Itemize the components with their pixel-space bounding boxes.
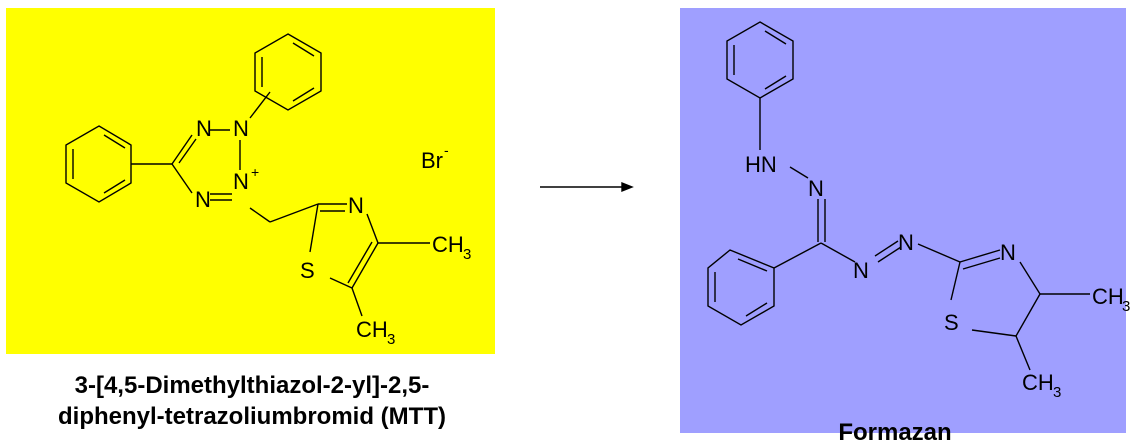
formazan-caption: Formazan (838, 419, 951, 443)
mtt-ch3-bottom-sub: 3 (387, 331, 395, 348)
formazan-hn: HN (745, 152, 777, 177)
formazan-thiazole-n: N (1000, 240, 1016, 265)
mtt-n3: N (233, 169, 249, 194)
formazan-panel (680, 8, 1126, 433)
mtt-phenyl-left (65, 125, 132, 203)
mtt-phenyl-top (254, 33, 322, 111)
arrow-right-icon (540, 181, 634, 193)
formazan-ch3-top-sub: 3 (1122, 298, 1130, 315)
mtt-ch3-top-sub: 3 (463, 246, 471, 263)
mtt-n-charge: + (251, 164, 259, 180)
formazan-ch3-bottom-sub: 3 (1053, 384, 1061, 401)
mtt-structure (65, 33, 430, 317)
formazan-azo-n1: N (853, 258, 869, 283)
mtt-ch3-top: CH (432, 232, 464, 257)
formazan-azo-n2: N (898, 230, 914, 255)
mtt-n1: N (196, 116, 212, 141)
mtt-thiazole-s: S (300, 258, 315, 283)
formazan-structure (707, 21, 1090, 371)
mtt-caption-line1: 3-[4,5-Dimethylthiazol-2-yl]-2,5- (75, 372, 430, 399)
mtt-caption-line2: diphenyl-tetrazoliumbromid (MTT) (58, 403, 446, 430)
formazan-n-upper: N (808, 176, 824, 201)
mtt-panel (6, 8, 495, 354)
mtt-n2: N (233, 116, 249, 141)
mtt-thiazole-n: N (348, 193, 364, 218)
formazan-thiazole-s: S (944, 310, 959, 335)
formazan-phenyl-bottom (707, 249, 775, 326)
mtt-n4: N (195, 187, 211, 212)
mtt-bromide-charge: - (444, 142, 449, 158)
mtt-ch3-bottom: CH (356, 317, 388, 342)
mtt-bromide: Br (421, 148, 443, 173)
formazan-ch3-top: CH (1092, 284, 1124, 309)
formazan-ch3-bottom: CH (1022, 370, 1054, 395)
